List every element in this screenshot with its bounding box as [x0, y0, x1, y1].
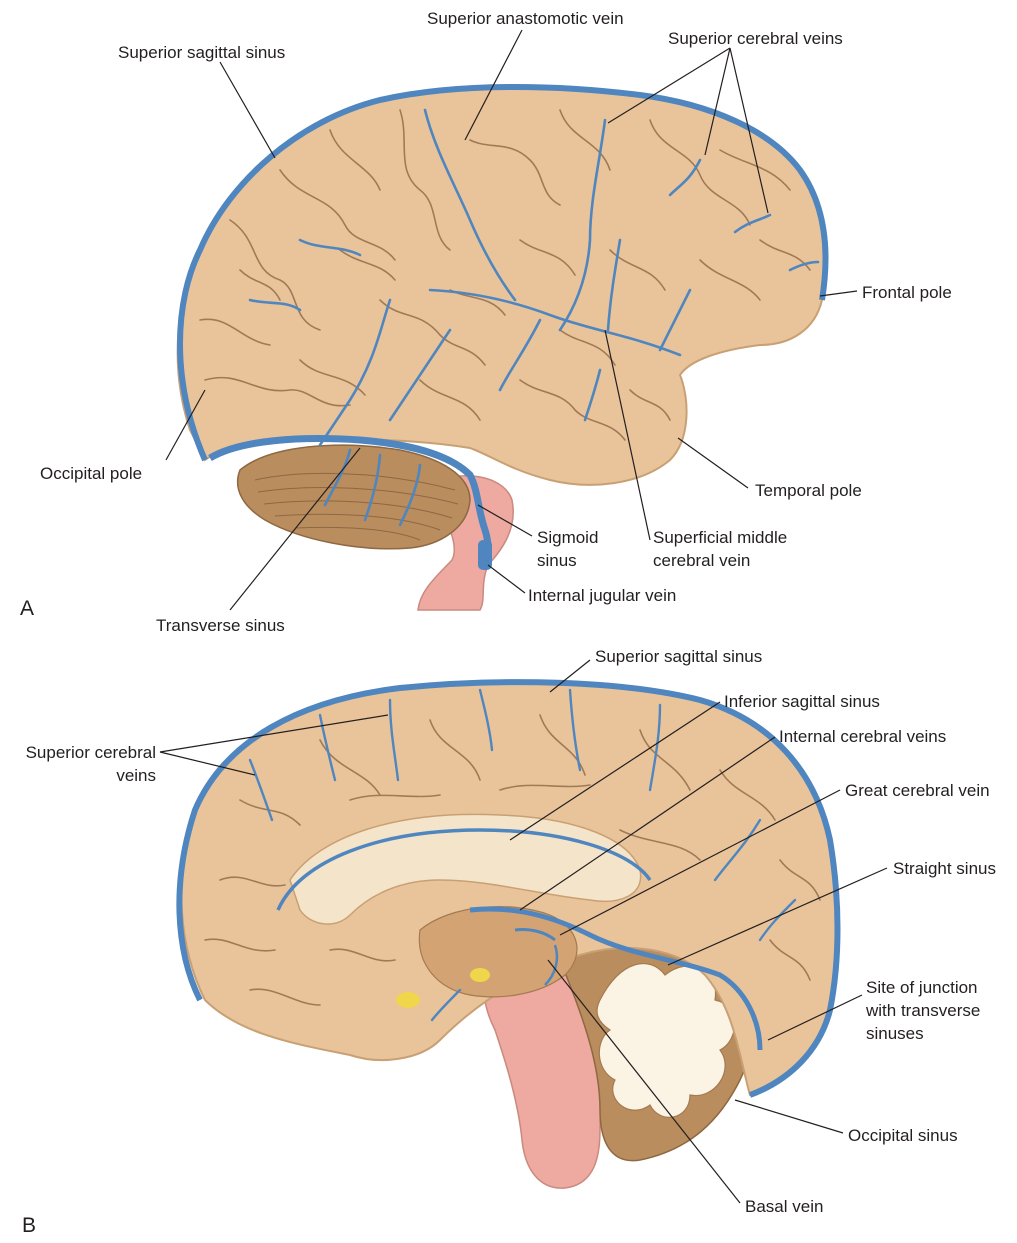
cortical-veins-a: [248, 108, 820, 527]
leader-superior-cerebral-veins-a-1: [607, 47, 731, 124]
leader-sigmoid-sinus: [477, 504, 533, 537]
superior-sagittal-sinus-b: [176, 679, 841, 1098]
leader-lines: [159, 29, 888, 1204]
internal-cerebral-veins-b: [514, 928, 556, 942]
leader-superior-cerebral-veins-a-2: [704, 47, 731, 156]
pituitary-region: [396, 992, 420, 1008]
label-superior-sagittal-sinus-a: Superior sagittal sinus: [118, 43, 286, 62]
label-frontal-pole: Frontal pole: [862, 283, 952, 302]
brainstem-a: [417, 475, 514, 611]
leader-great-cerebral-vein: [559, 789, 841, 936]
label-great-cerebral-vein: Great cerebral vein: [845, 781, 990, 800]
panel-a-illustration: [176, 83, 829, 611]
label-superior-sagittal-sinus-b: Superior sagittal sinus: [595, 647, 763, 666]
leader-straight-sinus: [667, 867, 888, 966]
leader-internal-cerebral-veins: [519, 736, 776, 911]
inferior-sagittal-sinus-b: [276, 828, 652, 911]
label-internal-jugular-vein: Internal jugular vein: [528, 586, 677, 605]
internal-jugular-vein-a: [478, 540, 492, 570]
leader-transverse-sinus: [229, 447, 361, 611]
leader-frontal-pole: [819, 290, 858, 297]
label-occipital-pole: Occipital pole: [40, 464, 143, 483]
leader-inferior-sagittal-sinus: [509, 701, 721, 841]
basal-vein-b: [544, 944, 559, 986]
leader-superior-cerebral-veins-b-2: [159, 751, 256, 776]
cerebellum-a: [236, 444, 471, 550]
superior-cerebral-veins-b: [248, 688, 797, 1022]
label-superior-anastomotic-vein: Superior anastomotic vein: [427, 9, 624, 28]
leader-superior-sagittal-sinus-b: [549, 659, 591, 693]
label-straight-sinus: Straight sinus: [893, 859, 996, 878]
leader-superior-sagittal-sinus-a: [219, 61, 276, 159]
cerebellum-folia-a: [254, 472, 459, 541]
label-transverse-sinus: Transverse sinus: [156, 616, 285, 635]
label-sigmoid-sinus-line2: sinus: [537, 551, 577, 570]
label-superficial-middle-cerebral-vein-line2: cerebral vein: [653, 551, 751, 570]
leader-occipital-sinus: [734, 1099, 844, 1134]
transverse-sigmoid-sinus-a: [208, 435, 492, 567]
label-site-of-junction-line2: with transverse: [866, 1001, 981, 1020]
label-basal-vein: Basal vein: [745, 1197, 824, 1216]
diencephalon: [418, 906, 578, 998]
straight-sinus-b: [469, 906, 763, 1051]
sulci-b: [204, 714, 821, 1006]
label-superior-cerebral-veins-a: Superior cerebral veins: [668, 29, 843, 48]
leader-temporal-pole: [677, 437, 749, 489]
label-superior-cerebral-veins-b-line2: veins: [116, 766, 156, 785]
label-inferior-sagittal-sinus: Inferior sagittal sinus: [724, 692, 880, 711]
optic-region: [470, 968, 490, 982]
leader-superficial-middle-cerebral-vein: [604, 329, 651, 541]
leader-occipital-pole: [165, 389, 206, 461]
label-sigmoid-sinus-line1: Sigmoid: [537, 528, 599, 547]
leader-superior-cerebral-veins-b-1: [159, 714, 389, 753]
arbor-vitae: [596, 962, 735, 1118]
label-temporal-pole: Temporal pole: [755, 481, 862, 500]
superior-sagittal-sinus-a: [177, 83, 829, 462]
panel-b-letter: B: [22, 1214, 37, 1237]
label-superficial-middle-cerebral-vein-line1: Superficial middle: [653, 528, 788, 547]
label-superior-cerebral-veins-b-line1: Superior cerebral: [25, 743, 156, 762]
label-internal-cerebral-veins: Internal cerebral veins: [779, 727, 947, 746]
leader-superior-cerebral-veins-a-3: [729, 47, 769, 214]
label-occipital-sinus: Occipital sinus: [848, 1126, 958, 1145]
leader-superior-anastomotic-vein: [464, 29, 523, 141]
label-site-of-junction-line1: Site of junction: [866, 978, 978, 997]
panel-b-illustration: [176, 679, 841, 1189]
leader-internal-jugular-vein: [487, 564, 526, 594]
label-site-of-junction-line3: sinuses: [866, 1024, 924, 1043]
leader-site-of-junction: [767, 994, 863, 1041]
panel-a-letter: A: [20, 597, 35, 620]
leader-basal-vein: [547, 959, 741, 1204]
